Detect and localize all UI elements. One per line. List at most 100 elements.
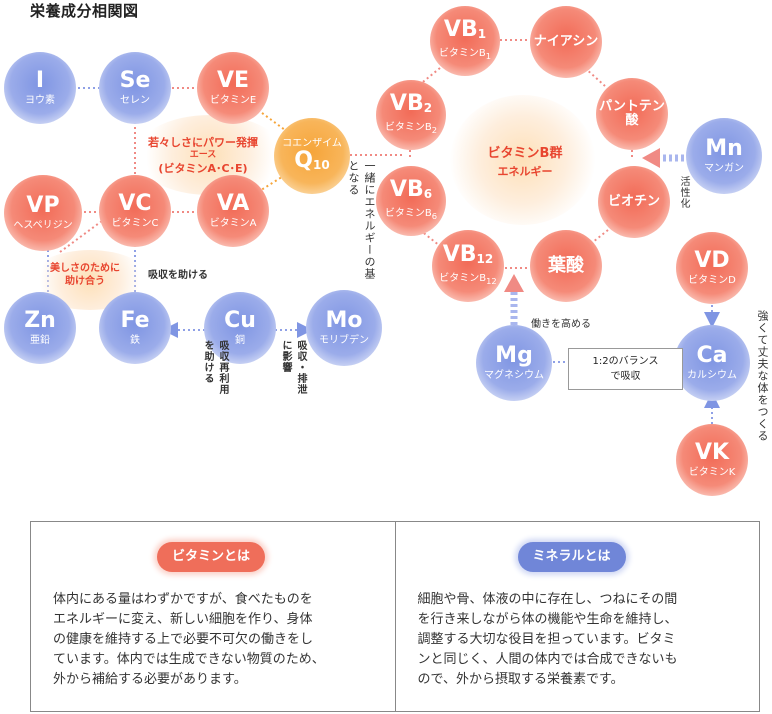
vb2-name: ビタミンB	[384, 122, 432, 133]
mineral-line-4: ンと同じく、人間の体内では合成できないも	[417, 652, 678, 667]
folic-symbol: 葉酸	[548, 255, 584, 276]
zinc-name: 亜鉛	[30, 334, 50, 346]
vitamin-line-5: 外から補給する必要があります。	[53, 672, 247, 687]
vitamin-line-1: 体内にある量はわずかですが、食べたものを	[53, 592, 313, 607]
vb2-name-suffix: 2	[431, 125, 438, 135]
node-niacin: ナイアシン	[530, 6, 602, 78]
mineral-line-2: を行き来しながら体の機能や生命を維持し、	[417, 612, 678, 627]
vitamin-k-name: ビタミンK	[688, 466, 736, 478]
node-vitamin-c: VC ビタミンC	[99, 175, 171, 247]
youth-line2: エース	[189, 150, 217, 160]
energy-base-label: 一緒にエネルギーの基となる	[347, 160, 376, 280]
copper-symbol: Cu	[224, 307, 256, 333]
mineral-line-5: ので、外から摂取する栄養素です。	[417, 672, 624, 687]
line-niacin-pan	[584, 67, 606, 87]
node-biotin: ビオチン	[598, 166, 670, 238]
ratio-line1: 1:2のバランス	[592, 356, 659, 367]
vitamin-p-symbol: VP	[26, 192, 60, 218]
mineral-info: ミネラルとは 細胞や骨、体液の中に存在し、つねにその間 を行き来しながら体の機能…	[394, 522, 760, 711]
vitamin-a-name: ビタミンA	[209, 217, 257, 229]
calcium-symbol: Ca	[696, 342, 728, 368]
youth-line3: (ビタミンA･C･E)	[158, 162, 248, 175]
b-group-title-block: ビタミンB群 エネルギー	[465, 142, 585, 179]
arrow-mn-biotin	[642, 148, 690, 168]
vb6-name: ビタミンB	[384, 208, 432, 219]
page-title: 栄養成分相関図	[30, 2, 139, 20]
vitamin-k-symbol: VK	[694, 439, 730, 465]
youth-line1: 若々しさにパワー発揮	[148, 136, 258, 149]
vitamin-c-symbol: VC	[118, 190, 152, 216]
ratio-line2: で吸収	[610, 371, 641, 382]
vitamin-c-name: ビタミンC	[111, 217, 159, 229]
arrow-mg-folic	[504, 274, 524, 325]
enhance-label: 働きを高める	[531, 319, 591, 330]
node-vitamin-b1: VB1 ビタミンB1	[430, 6, 500, 76]
vitamin-a-symbol: VA	[216, 190, 250, 216]
vb2-symbol: VB	[389, 91, 424, 116]
q10-symbol: Q	[294, 147, 313, 173]
iron-symbol: Fe	[120, 307, 150, 333]
vb1-name: ビタミンB	[438, 48, 486, 59]
vb1-symbol: VB	[443, 17, 478, 42]
molybdenum-name: モリブデン	[319, 334, 369, 346]
vitamin-line-3: の健康を維持する上で必要不可欠の働きをし	[53, 632, 314, 647]
node-iodine: I ヨウ素	[4, 52, 76, 124]
magnesium-name: マグネシウム	[484, 369, 544, 381]
node-vitamin-d: VD ビタミンD	[676, 232, 748, 304]
mineral-line-3: 調整する大切な役目を担っています。ビタミ	[417, 632, 676, 647]
vb2-suffix: 2	[423, 101, 433, 115]
node-folic-acid: 葉酸	[530, 230, 602, 302]
node-vitamin-a: VA ビタミンA	[197, 175, 269, 247]
node-calcium: Ca カルシウム	[674, 325, 750, 401]
node-vitamin-b6: VB6 ビタミンB6	[376, 166, 446, 236]
vitamin-line-4: ています。体内では生成できない物質のため、	[53, 652, 325, 667]
node-zinc: Zn 亜鉛	[4, 292, 76, 364]
b-group-subtitle: エネルギー	[497, 165, 553, 178]
iodine-name: ヨウ素	[25, 94, 55, 106]
iron-name: 鉄	[130, 334, 140, 346]
node-manganese: Mn マンガン	[686, 118, 762, 194]
vitamin-info: ビタミンとは 体内にある量はわずかですが、食べたものを エネルギーに変え、新しい…	[31, 522, 395, 711]
calcium-name: カルシウム	[687, 369, 737, 381]
node-pantothenic-acid: パントテン酸	[596, 78, 668, 150]
reuse-label: 吸収再利用を助ける	[202, 340, 228, 395]
info-section: ビタミンとは 体内にある量はわずかですが、食べたものを エネルギーに変え、新しい…	[30, 521, 760, 712]
node-vitamin-k: VK ビタミンK	[676, 424, 748, 496]
vitamin-p-name: ヘスペリジン	[13, 219, 73, 231]
vb6-suffix: 6	[423, 187, 433, 201]
vitamin-description: 体内にある量はわずかですが、食べたものを エネルギーに変え、新しい細胞を作り、身…	[53, 590, 325, 690]
vitamin-e-name: ビタミンE	[209, 94, 257, 106]
node-coenzyme-q10: コエンザイム Q10	[274, 118, 350, 194]
b-group-title: ビタミンB群	[487, 146, 563, 161]
vb12-name-suffix: 12	[486, 276, 497, 286]
vitamin-d-symbol: VD	[694, 247, 730, 273]
node-molybdenum: Mo モリブデン	[306, 290, 382, 366]
beauty-line1: 美しさのために	[50, 263, 120, 274]
nutrient-correlation-diagram: 栄養成分相関図	[4, 2, 769, 496]
pantothenic-symbol: パントテン酸	[599, 99, 665, 128]
vb6-name-suffix: 6	[431, 211, 438, 221]
node-selenium: Se セレン	[99, 52, 171, 124]
vitamin-d-name: ビタミンD	[688, 274, 736, 286]
niacin-symbol: ナイアシン	[533, 34, 599, 49]
vb12-symbol: VB	[442, 242, 477, 267]
selenium-symbol: Se	[119, 67, 151, 93]
zinc-symbol: Zn	[24, 307, 56, 333]
node-vitamin-b2: VB2 ビタミンB2	[376, 80, 446, 150]
copper-name: 銅	[235, 334, 245, 346]
youth-annotation: 若々しさにパワー発揮 エース (ビタミンA･C･E)	[148, 136, 258, 175]
vb12-suffix: 12	[476, 252, 494, 266]
iodine-symbol: I	[35, 67, 45, 93]
q10-suffix: 10	[313, 157, 330, 172]
mineral-label-pill: ミネラルとは	[517, 542, 626, 572]
activate-label: 活性化	[678, 176, 689, 209]
absorb-help-label: 吸収を助ける	[148, 270, 208, 281]
mineral-line-1: 細胞や骨、体液の中に存在し、つねにその間	[417, 592, 678, 607]
beauty-annotation: 美しさのために 助け合う	[50, 262, 120, 288]
molybdenum-symbol: Mo	[325, 307, 363, 333]
line-vb6-vb12	[419, 229, 441, 247]
beauty-line2: 助け合う	[65, 276, 105, 287]
node-magnesium: Mg マグネシウム	[476, 325, 552, 401]
node-vitamin-b12: VB12 ビタミンB12	[432, 230, 504, 302]
biotin-symbol: ビオチン	[607, 194, 660, 209]
